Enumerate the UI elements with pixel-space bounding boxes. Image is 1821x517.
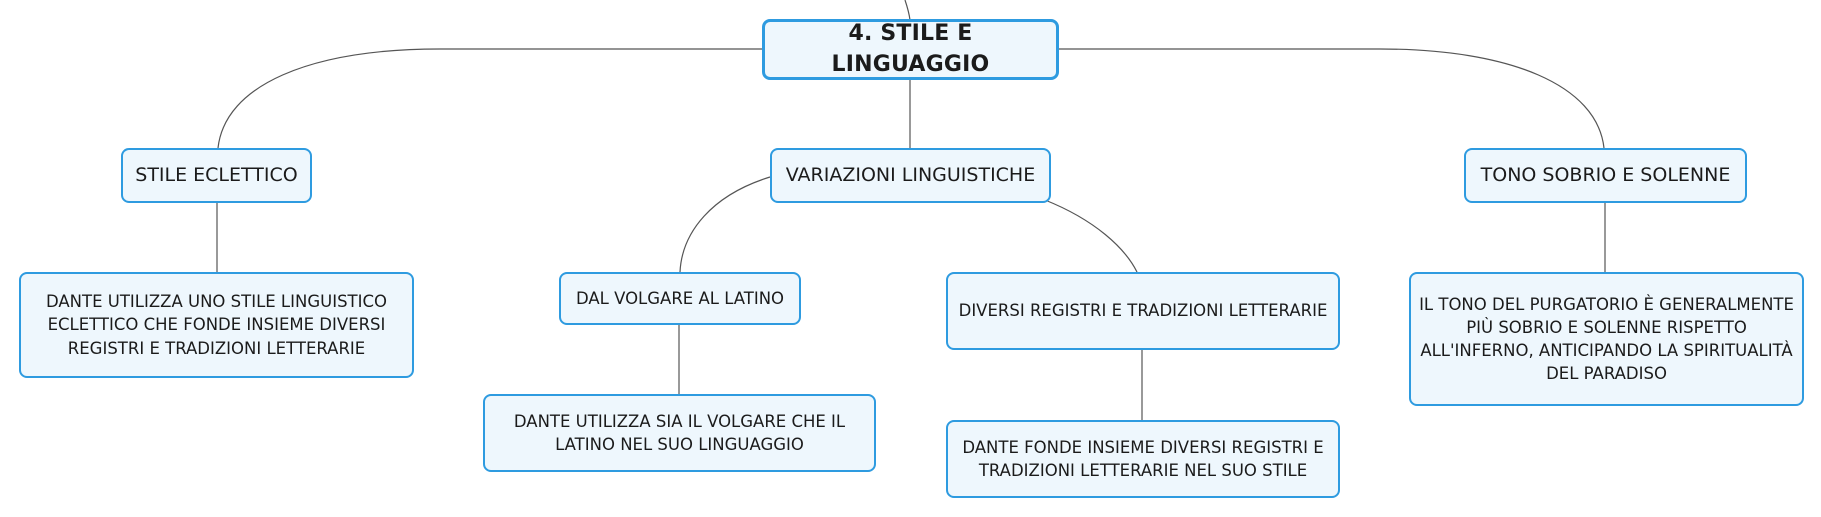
node-diversi-registri-label: DIVERSI REGISTRI E TRADIZIONI LETTERARIE — [958, 301, 1328, 321]
node-dal-volgare-al-latino-label: DAL VOLGARE AL LATINO — [575, 288, 785, 308]
node-tono-sobrio-detail-text: IL TONO DEL PURGATORIO È GENERALMENTE PI… — [1419, 294, 1794, 384]
connector-root-tono — [1058, 48, 1605, 149]
connector-root-stile — [217, 48, 762, 149]
node-diversi-registri-detail[interactable]: DANTE FONDE INSIEME DIVERSI REGISTRI E T… — [946, 420, 1340, 498]
node-tono-sobrio-label: TONO SOBRIO E SOLENNE — [1480, 164, 1731, 187]
node-diversi-registri-detail-text: DANTE FONDE INSIEME DIVERSI REGISTRI E T… — [962, 437, 1324, 480]
node-stile-eclettico-label: STILE ECLETTICO — [135, 164, 298, 187]
connector-incoming — [904, 0, 911, 21]
node-stile-eclettico-detail[interactable]: DANTE UTILIZZA UNO STILE LINGUISTICO ECL… — [19, 272, 414, 378]
node-dal-volgare-detail[interactable]: DANTE UTILIZZA SIA IL VOLGARE CHE IL LAT… — [483, 394, 876, 472]
node-tono-sobrio[interactable]: TONO SOBRIO E SOLENNE — [1464, 148, 1747, 203]
node-stile-eclettico-detail-text: DANTE UTILIZZA UNO STILE LINGUISTICO ECL… — [45, 292, 387, 358]
node-variazioni-linguistiche[interactable]: VARIAZIONI LINGUISTICHE — [770, 148, 1051, 203]
connector-variazioni-volgare — [679, 176, 771, 273]
root-node[interactable]: 4. STILE E LINGUAGGIO — [762, 19, 1059, 80]
node-dal-volgare-al-latino[interactable]: DAL VOLGARE AL LATINO — [559, 272, 801, 325]
connector-variazioni-registri — [1044, 199, 1138, 273]
root-node-label: 4. STILE E LINGUAGGIO — [831, 20, 990, 77]
node-dal-volgare-detail-text: DANTE UTILIZZA SIA IL VOLGARE CHE IL LAT… — [513, 411, 846, 454]
node-stile-eclettico[interactable]: STILE ECLETTICO — [121, 148, 312, 203]
node-diversi-registri[interactable]: DIVERSI REGISTRI E TRADIZIONI LETTERARIE — [946, 272, 1340, 350]
node-variazioni-linguistiche-label: VARIAZIONI LINGUISTICHE — [785, 164, 1036, 187]
node-tono-sobrio-detail[interactable]: IL TONO DEL PURGATORIO È GENERALMENTE PI… — [1409, 272, 1804, 406]
